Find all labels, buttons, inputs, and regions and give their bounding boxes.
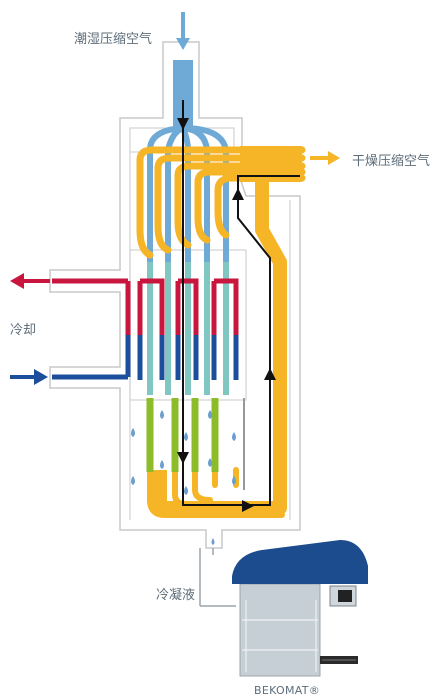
- droplet-icon: [211, 538, 215, 545]
- droplet-icon: [184, 432, 188, 441]
- cooled-tubes: [147, 262, 229, 395]
- droplet-icon: [208, 458, 212, 467]
- flow-path: [182, 100, 300, 506]
- cooling-label: 冷却: [10, 323, 37, 338]
- flow-arrow-icon: [177, 118, 276, 512]
- droplet-icon: [232, 432, 236, 441]
- droplet-icon: [232, 476, 236, 485]
- dry-air-out-label: 干燥压缩空气: [352, 154, 431, 169]
- droplet-icon: [160, 460, 164, 469]
- coolant-cold-loops: [52, 335, 239, 380]
- coolant-in-arrow-icon: [10, 369, 48, 385]
- droplet-icon: [208, 410, 212, 419]
- condensate-label: 冷凝液: [156, 588, 196, 603]
- inlet-arrow-icon: [176, 12, 190, 50]
- outlet-arrow-icon: [310, 151, 340, 165]
- condensing-tubes: [146, 398, 219, 472]
- droplet-icon: [160, 410, 164, 419]
- coolant-out-arrow-icon: [10, 273, 50, 289]
- droplet-icon: [131, 428, 135, 437]
- condensate-line: [199, 548, 236, 607]
- coolant-hot-loops: [52, 278, 239, 335]
- droplet-icon: [184, 486, 188, 495]
- wet-air-inlet-duct: [173, 60, 193, 132]
- drain-brand-label: BEKOMAT®: [254, 684, 321, 697]
- condensate-droplets: [131, 410, 236, 545]
- drain-valve-icon: [232, 540, 368, 677]
- wet-air-in-label: 潮湿压缩空气: [74, 32, 153, 47]
- dry-air-return-channel: [153, 180, 287, 515]
- droplet-icon: [131, 476, 135, 485]
